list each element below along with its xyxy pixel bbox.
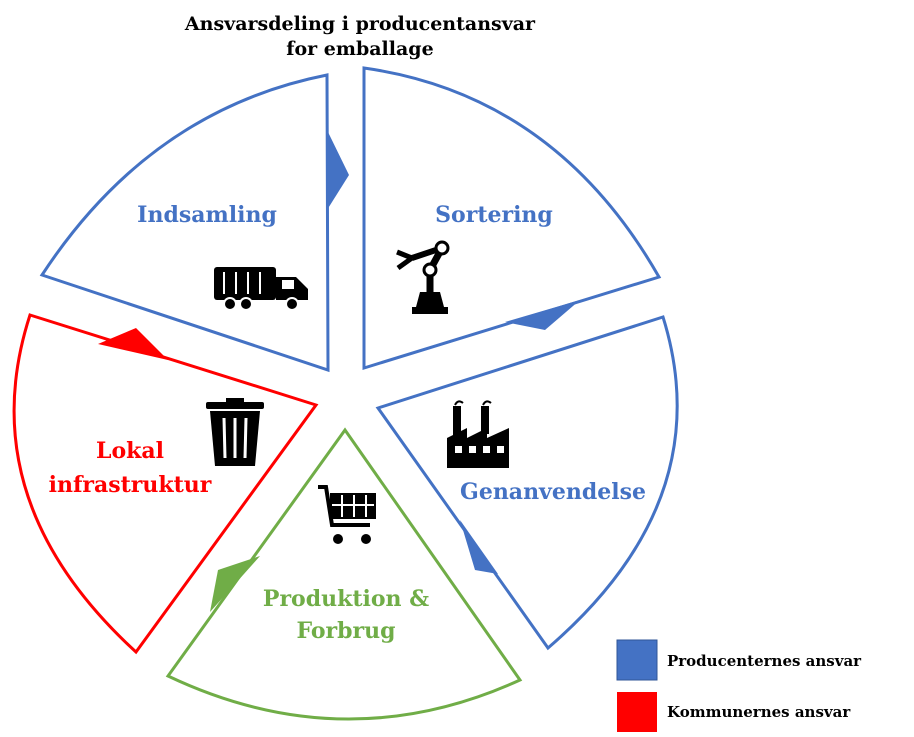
shopping-cart-icon [318,485,376,544]
legend-item-producer: Producenternes ansvar [616,639,862,681]
diagram-title: Ansvarsdeling i producentansvar for emba… [0,12,720,62]
robot-arm-icon [396,240,450,314]
title-line-1: Ansvarsdeling i producentansvar [184,13,536,35]
flow-arrow-produktion [210,556,260,612]
produktion-label-line-2: Forbrug [296,618,395,644]
segment-sortering: Sortering [362,66,662,371]
legend-item-municipal: Kommunernes ansvar [617,692,851,732]
flow-arrow-lokal [98,328,168,360]
sortering-label: Sortering [435,202,553,228]
segment-lokal-infrastruktur: Lokal infrastruktur [12,313,319,655]
flow-arrow-indsamling [327,130,349,210]
flow-arrow-sortering [505,300,580,330]
legend: Producenternes ansvar Kommunernes ansvar [616,639,862,732]
garbage-truck-icon [214,267,308,311]
indsamling-label: Indsamling [137,202,277,228]
legend-swatch-producer [616,639,658,681]
segment-genanvendelse-outline [375,315,679,651]
produktion-label-line-1: Produktion & [263,586,429,612]
segment-indsamling: Indsamling [39,73,349,373]
legend-swatch-municipal [617,692,657,732]
genanvendelse-label: Genanvendelse [460,479,646,505]
legend-label-municipal: Kommunernes ansvar [667,703,851,721]
trash-can-icon [206,398,264,466]
lokal-label-line-1: Lokal [96,438,164,464]
segment-produktion-outline [165,427,523,721]
legend-label-producer: Producenternes ansvar [667,652,862,670]
lokal-label-line-2: infrastruktur [49,472,212,498]
segment-genanvendelse: Genanvendelse [375,315,679,651]
flow-arrow-genanvendelse [460,520,498,574]
title-line-2: for emballage [286,38,434,60]
segment-produktion: Produktion & Forbrug [165,427,523,721]
factory-icon [447,400,509,468]
